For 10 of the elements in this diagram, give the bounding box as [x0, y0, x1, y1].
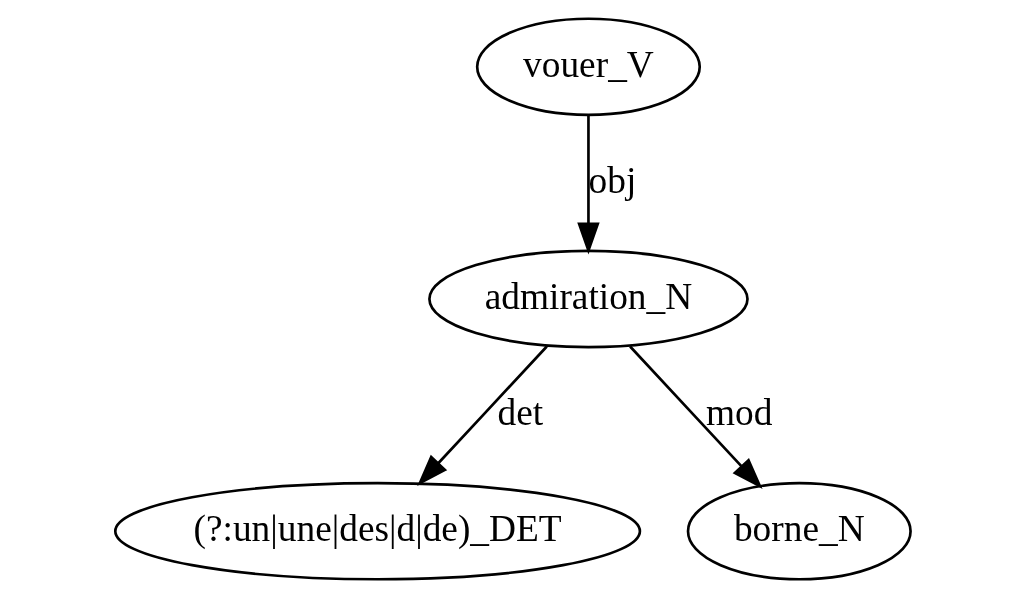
node-ellipse: vouer_V: [475, 17, 702, 117]
node-ellipse: (?:un|une|des|d|de)_DET: [113, 481, 642, 581]
node-ellipse: borne_N: [686, 481, 912, 581]
arrow: [417, 345, 548, 486]
arrow: [629, 345, 763, 490]
edge-label: det: [497, 391, 544, 433]
node-ellipse: admiration_N: [428, 249, 749, 349]
edge-label: mod: [706, 391, 773, 433]
edge-label: obj: [588, 159, 637, 201]
arrow: [577, 115, 600, 255]
